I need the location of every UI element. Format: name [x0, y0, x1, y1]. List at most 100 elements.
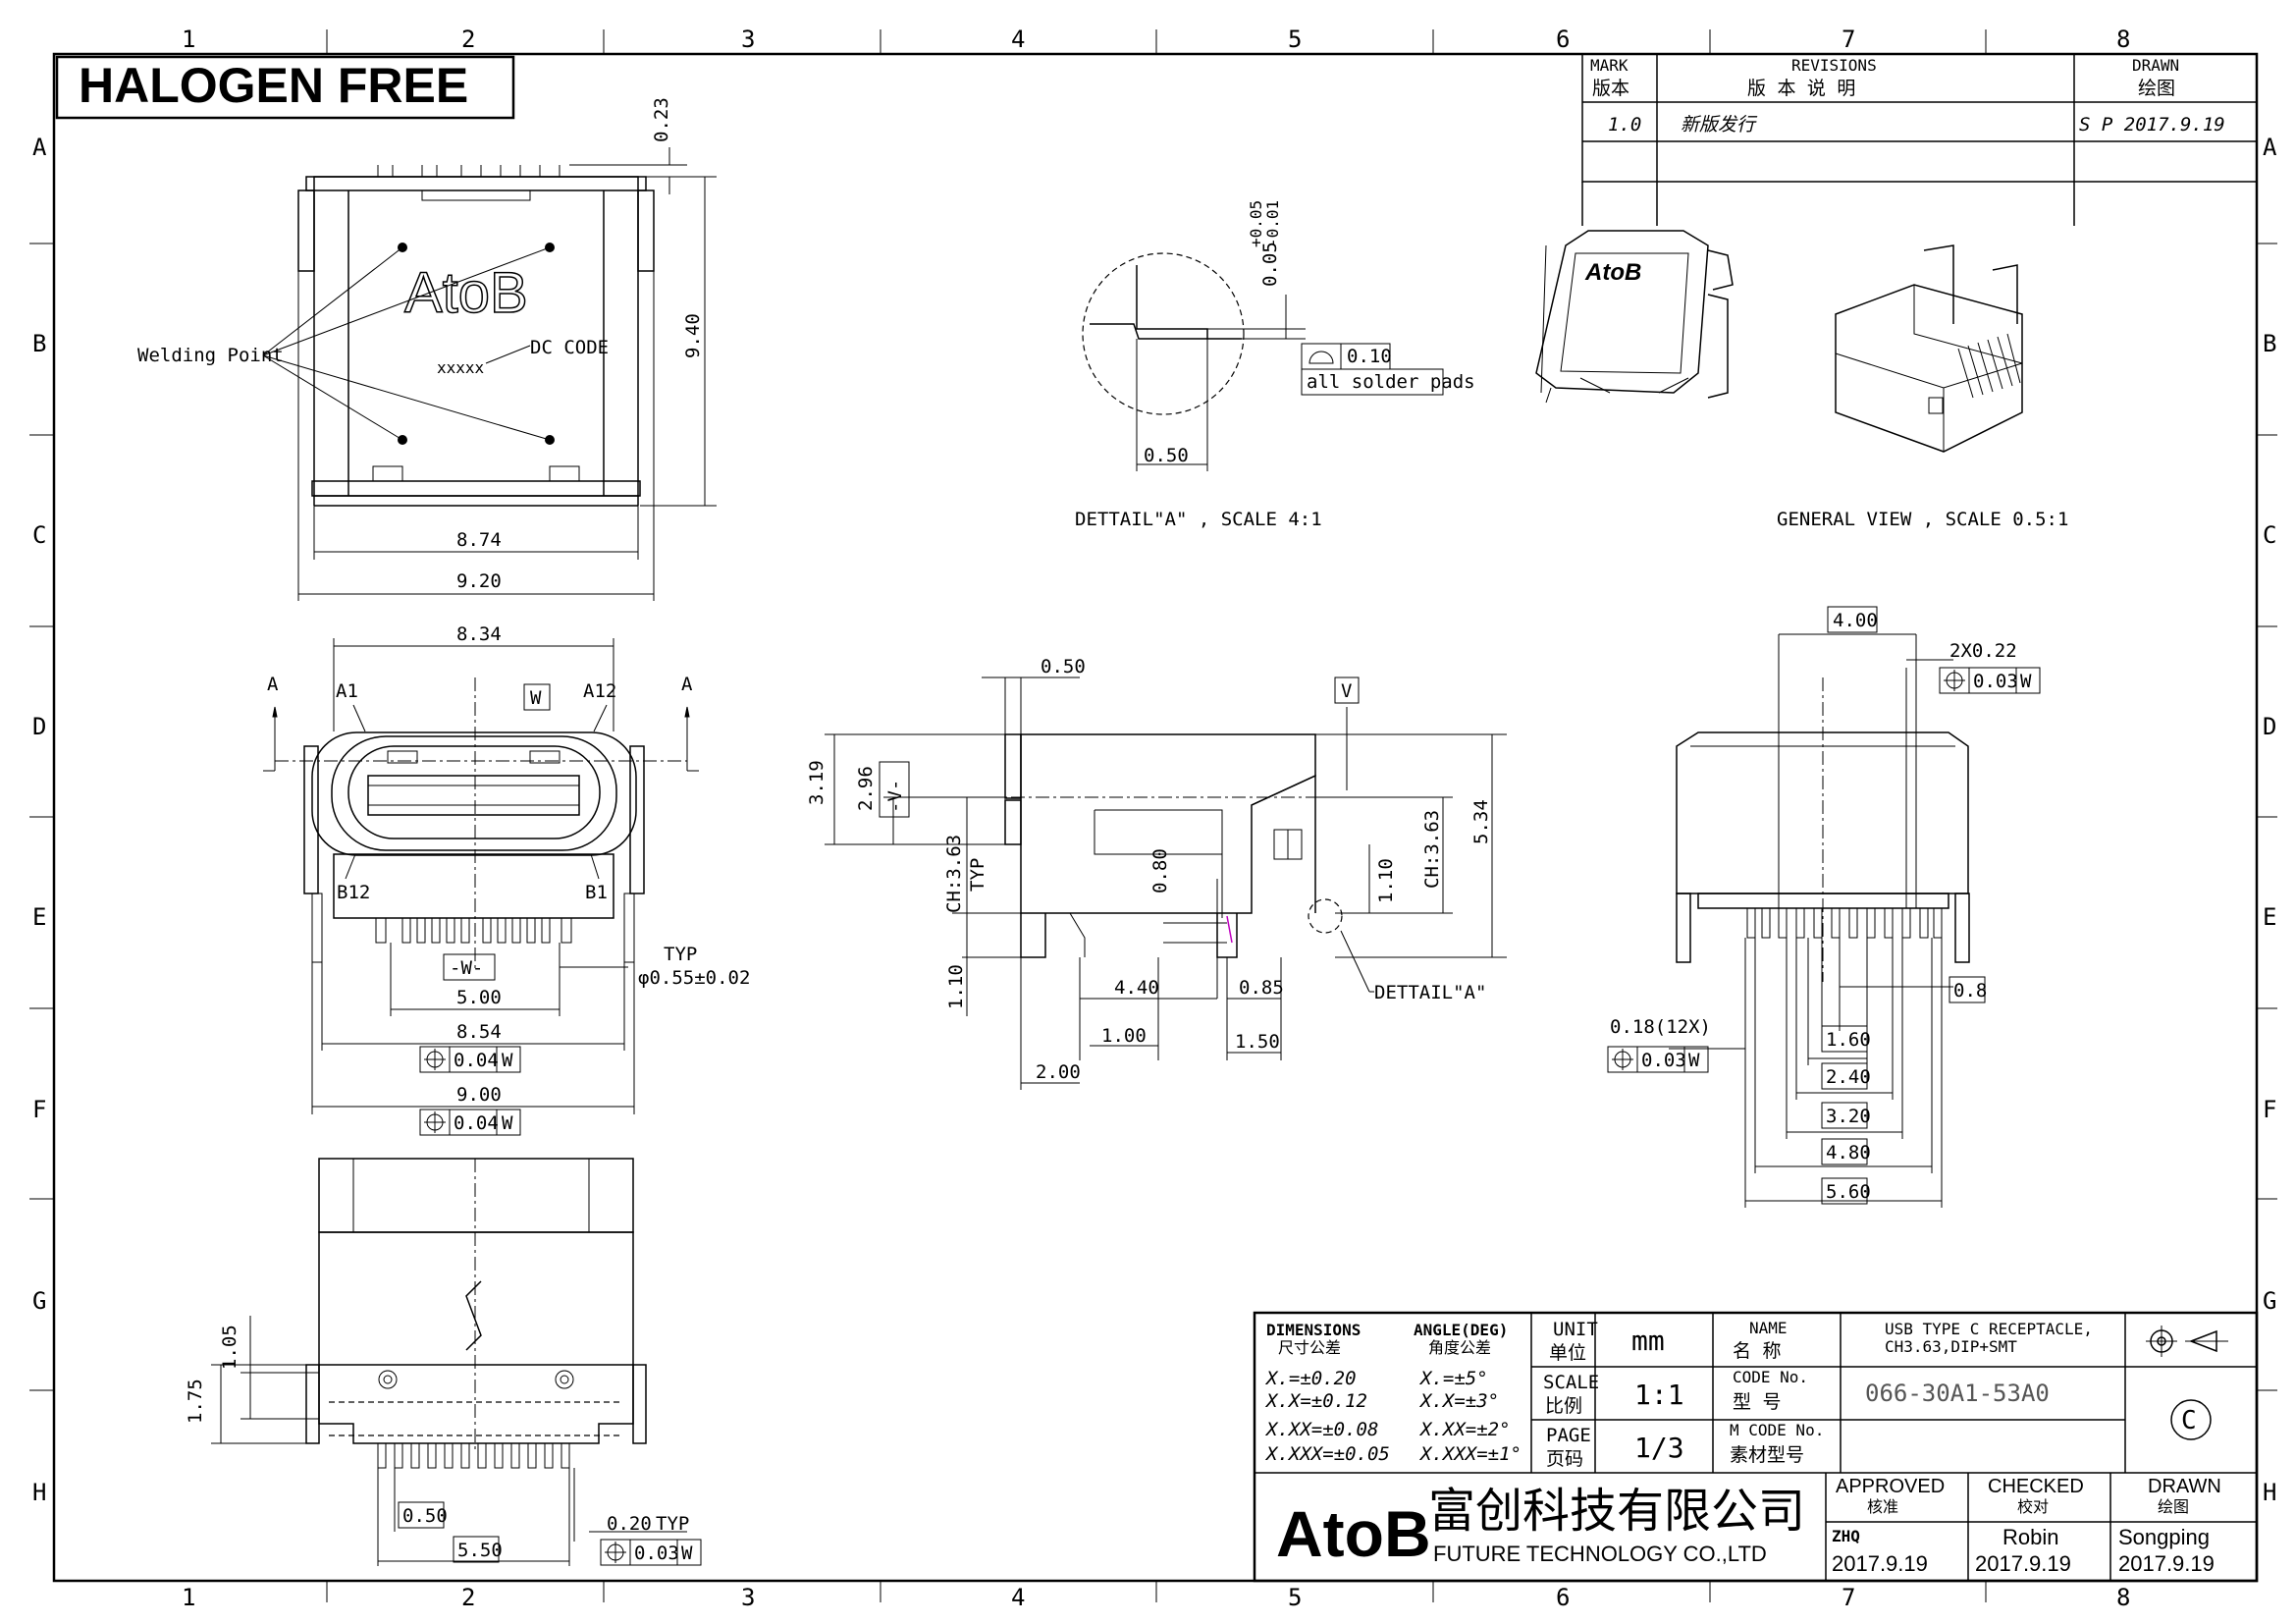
grid-ticks	[29, 29, 2277, 1602]
grid-row-f: F	[32, 1096, 46, 1123]
detail-a-width: 0.50	[1144, 445, 1189, 466]
tb-page-label: PAGE	[1546, 1425, 1591, 1446]
bottom-tol-ref: W	[681, 1543, 693, 1564]
tb-approved-date: 2017.9.19	[1832, 1551, 1928, 1576]
tb-checked-date: 2017.9.19	[1975, 1551, 2071, 1576]
front-tol-1: 0.04	[454, 1050, 499, 1071]
tb-scale-label-cn: 比例	[1545, 1395, 1582, 1417]
welding-point-label: Welding Point	[137, 345, 284, 366]
dim-typ-bottom: TYP	[656, 1513, 689, 1535]
rev-drawn-label: DRAWN	[2132, 56, 2179, 75]
datum-v-label: -V-	[884, 780, 906, 813]
hole-typ-label: TYP	[664, 944, 697, 965]
rev-revisions-label-cn: 版 本 说 明	[1747, 78, 1855, 99]
dim-4-00: 4.00	[1833, 610, 1878, 631]
datum-w-box: W	[530, 687, 542, 709]
tb-drawn-date: 2017.9.19	[2118, 1551, 2215, 1576]
front-tol-2: 0.04	[454, 1112, 499, 1134]
tb-checked-label-cn: 校对	[2017, 1497, 2049, 1516]
dim-4-80: 4.80	[1826, 1142, 1871, 1164]
pin-a12-label: A12	[583, 680, 616, 702]
profile-flatness-icon	[1308, 351, 1334, 364]
dim-4-40: 4.40	[1114, 977, 1159, 999]
dim-0-50-side: 0.50	[1041, 656, 1086, 677]
tb-scale-label: SCALE	[1543, 1372, 1599, 1393]
bottom-view: 1.05 1.75 0.50 5.50 0.20 TYP 0.03 W	[185, 1158, 702, 1566]
dim-ch-3-63-left: CH:3.63	[943, 835, 965, 913]
third-angle-projection-icon	[2146, 1326, 2228, 1357]
tb-page-value: 1/3	[1634, 1432, 1684, 1464]
grid-row-e: E	[32, 903, 46, 931]
dim-1-10-left: 1.10	[945, 964, 967, 1009]
copyright-circle	[2170, 1399, 2212, 1440]
dim-0-23: 0.23	[651, 97, 672, 142]
tb-code-label: CODE No.	[1733, 1368, 1808, 1386]
dim-0-8: 0.8	[1953, 980, 1987, 1001]
front-tol-1-ref: W	[502, 1050, 513, 1071]
tb-code-value: 066-30A1-53A0	[1865, 1380, 2050, 1407]
dim-1-05: 1.05	[219, 1325, 240, 1370]
dim-0-80: 0.80	[1149, 848, 1171, 893]
tb-approved-label: APPROVED	[1836, 1476, 1945, 1497]
tb-approved-label-cn: 核准	[1867, 1497, 1898, 1516]
grid-row-d-right: D	[2263, 713, 2276, 740]
tb-checked-by: Robin	[2002, 1525, 2058, 1549]
front-tol-2-ref: W	[502, 1112, 513, 1134]
revisions-table: MARK 版本 REVISIONS 版 本 说 明 DRAWN 绘图 1.0 新…	[1581, 53, 2258, 226]
dim-0-18-12x: 0.18(12X)	[1610, 1016, 1711, 1038]
section-a-left: A	[267, 674, 279, 695]
grid-row-d: D	[32, 713, 46, 740]
detail-a-flatness: 0.10	[1347, 346, 1392, 367]
pin-b1-label: B1	[585, 882, 608, 903]
dim-0-20: 0.20	[607, 1513, 652, 1535]
tb-ang-xxx: X.XX=±2°	[1418, 1419, 1511, 1440]
detail-a: 0.50 0.05 +0.05 -0.01 0.10 all solder pa…	[1075, 200, 1475, 530]
tb-drawn-label-cn: 绘图	[2158, 1497, 2189, 1516]
dim-5-60: 5.60	[1826, 1181, 1871, 1203]
tb-tol-xxx: X.XX=±0.08	[1264, 1419, 1378, 1440]
dim-9-00: 9.00	[456, 1084, 502, 1106]
grid-col-7-bottom: 7	[1842, 1584, 1855, 1611]
rev-mark-label-cn: 版本	[1592, 78, 1629, 99]
company-logo: AtoB	[1276, 1497, 1431, 1570]
detail-a-tol-plus: +0.05	[1247, 200, 1265, 247]
tb-code-label-cn: 型 号	[1733, 1391, 1781, 1413]
grid-row-f-right: F	[2263, 1096, 2276, 1123]
tb-mcode-label-cn: 素材型号	[1730, 1444, 1804, 1466]
grid-row-g-right: G	[2263, 1287, 2276, 1315]
grid-col-8-bottom: 8	[2116, 1584, 2130, 1611]
tb-unit-label: UNIT	[1553, 1319, 1598, 1340]
tb-ang-xx: X.X=±3°	[1418, 1390, 1499, 1412]
grid-col-1-bottom: 1	[182, 1584, 195, 1611]
dim-2-40: 2.40	[1826, 1066, 1871, 1088]
dim-1-60: 1.60	[1826, 1029, 1871, 1051]
grid-row-a-right: A	[2263, 134, 2277, 161]
tb-page-label-cn: 页码	[1546, 1448, 1583, 1470]
tb-approved-by: ZHQ	[1832, 1527, 1860, 1545]
dim-8-54: 8.54	[456, 1021, 502, 1043]
tb-ang-xxxx: X.XXX=±1°	[1418, 1443, 1522, 1465]
mount-hole-left	[378, 1370, 398, 1389]
dim-1-00: 1.00	[1101, 1025, 1147, 1047]
company-name-cn: 富创科技有限公司	[1428, 1484, 1805, 1539]
dim-8-34: 8.34	[456, 623, 502, 645]
tb-name-value-1: USB TYPE C RECEPTACLE,	[1885, 1320, 2093, 1338]
dc-code-label: DC CODE	[530, 337, 609, 358]
dim-9-20: 9.20	[456, 570, 502, 592]
grid-col-7: 7	[1842, 26, 1855, 53]
rev-drawn-value: S P 2017.9.19	[2079, 114, 2225, 135]
tb-angle-label: ANGLE(DEG)	[1414, 1321, 1508, 1339]
grid-col-4-bottom: 4	[1011, 1584, 1025, 1611]
company-name-en: FUTURE TECHNOLOGY CO.,LTD	[1433, 1542, 1767, 1566]
dim-5-50: 5.50	[457, 1540, 503, 1561]
grid-col-5: 5	[1288, 26, 1302, 53]
tb-angle-label-cn: 角度公差	[1428, 1338, 1491, 1357]
grid-col-3: 3	[741, 26, 755, 53]
tb-ang-x: X.=±5°	[1418, 1368, 1488, 1389]
dim-9-40: 9.40	[682, 313, 704, 358]
general-view-logo: AtoB	[1584, 259, 1641, 286]
top-view: AtoB Welding Point DC CODE xxxxx 0.23 9.…	[137, 97, 717, 601]
section-a-right: A	[681, 674, 693, 695]
rev-drawn-label-cn: 绘图	[2138, 78, 2175, 99]
grid-row-b: B	[32, 330, 46, 357]
